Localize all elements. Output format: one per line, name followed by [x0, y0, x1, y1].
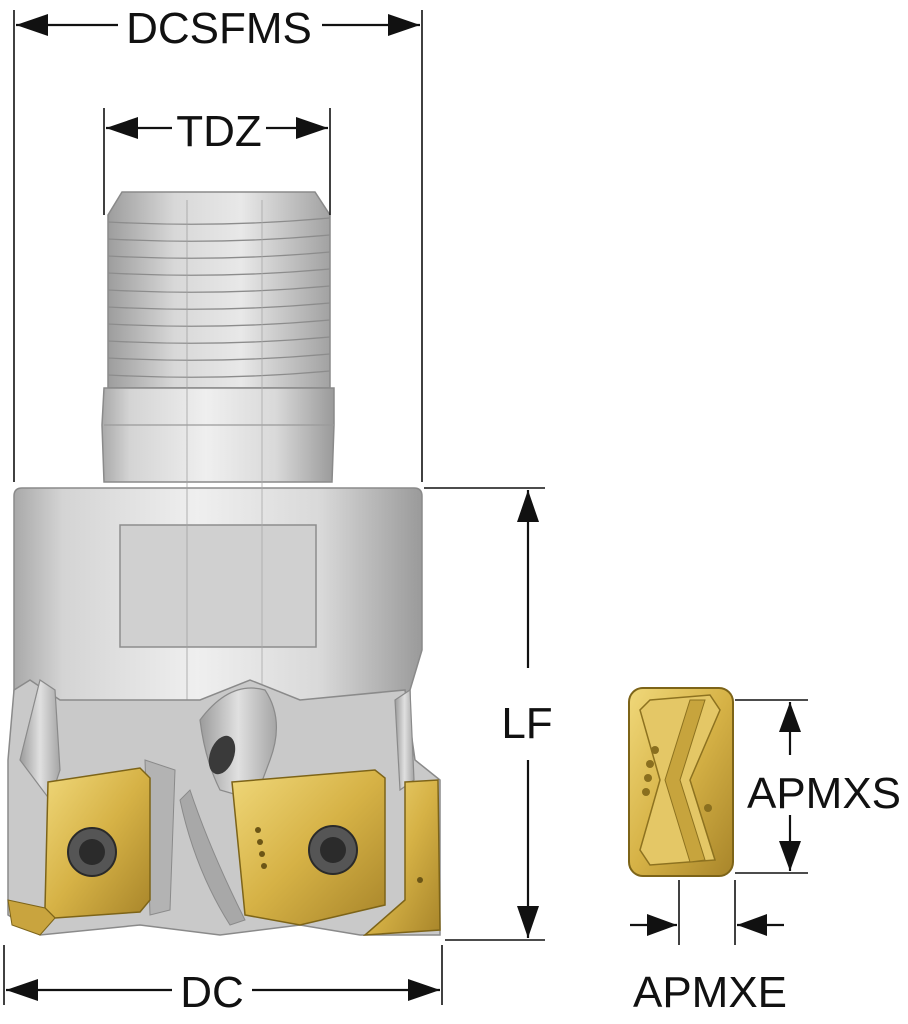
- thread-ridge: [107, 319, 331, 327]
- apmxe-label: APMXE: [633, 968, 787, 1017]
- cutter-shank-thread: [101, 191, 335, 483]
- apmxs-label: APMXS: [747, 769, 901, 818]
- thread-ridge: [107, 353, 331, 361]
- dim-dc: DC: [6, 968, 440, 1017]
- thread-ridge: [107, 302, 331, 310]
- thread-ridge: [107, 217, 331, 225]
- dc-label: DC: [180, 968, 244, 1017]
- thread-ridge: [107, 336, 331, 344]
- dim-tdz: TDZ: [106, 107, 328, 156]
- cutter-insert-center: [231, 769, 386, 926]
- dcsfms-label: DCSFMS: [126, 4, 312, 53]
- insert-detail: [628, 687, 734, 877]
- thread-ridge: [107, 251, 331, 259]
- thread-ridge: [107, 268, 331, 276]
- thread-ridge: [107, 234, 331, 242]
- thread-ridge: [107, 285, 331, 293]
- lf-label: LF: [501, 699, 552, 748]
- dim-dcsfms: DCSFMS: [16, 4, 420, 53]
- cutter-insert-right: [362, 779, 441, 936]
- dim-lf: LF: [501, 490, 553, 938]
- dim-apmxs: APMXS: [747, 702, 901, 871]
- thread-ridge: [107, 370, 331, 378]
- cutter-body: [13, 200, 423, 761]
- cutter-insert-left: [7, 767, 151, 936]
- tdz-label: TDZ: [176, 107, 262, 156]
- dim-apmxe: APMXE: [630, 914, 787, 1017]
